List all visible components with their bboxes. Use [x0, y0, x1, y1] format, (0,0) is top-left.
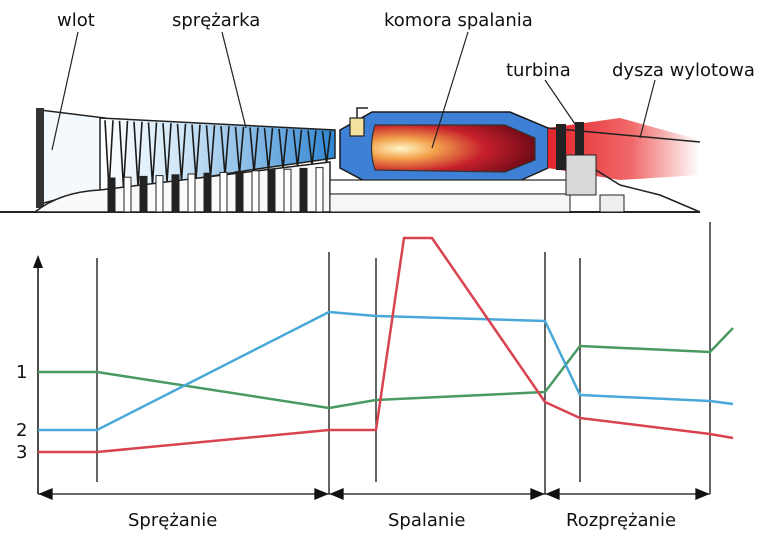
series-line-green — [38, 327, 734, 410]
phase-label-expansion: Rozprężanie — [566, 510, 677, 531]
compressor-disk — [203, 172, 212, 213]
y-tick-3: 3 — [16, 442, 28, 463]
turbine-disk — [565, 154, 597, 196]
engine-cross-section — [0, 31, 701, 213]
series-layer — [38, 236, 734, 454]
stage-lines — [96, 222, 711, 494]
label-leaders — [51, 31, 656, 151]
phase-label-combustion: Spalanie — [388, 510, 466, 531]
label-compressor: sprężarka — [172, 10, 261, 31]
compressor-region — [99, 117, 336, 195]
compressor-disk — [283, 168, 292, 213]
compressor-disk — [299, 167, 308, 213]
compressor-disk — [251, 170, 260, 213]
label-nozzle: dysza wylotowa — [612, 60, 755, 81]
series-line-blue — [38, 310, 734, 432]
compressor-disk — [315, 167, 324, 213]
engine-shaft — [329, 179, 571, 195]
combustion-flame — [370, 124, 536, 173]
process-graph — [33, 222, 734, 500]
fuel-injector — [349, 117, 365, 137]
compressor-disk — [219, 171, 228, 213]
compressor-disk — [267, 169, 276, 213]
series-line-red — [38, 236, 734, 454]
label-combustor: komora spalania — [384, 10, 533, 31]
turbine-blade-2 — [575, 122, 584, 172]
turbine-blade-1 — [556, 124, 566, 170]
compressor-disk — [235, 171, 244, 213]
compressor-disk — [171, 174, 180, 213]
y-axis-arrow — [33, 255, 43, 268]
y-tick-2: 2 — [16, 420, 28, 441]
compressor-disk — [107, 177, 116, 213]
compressor-disk — [139, 175, 148, 213]
y-tick-1: 1 — [16, 362, 28, 383]
phase-arrows — [38, 488, 710, 500]
compressor-disk — [155, 175, 164, 213]
tail-cone — [595, 169, 701, 213]
label-inlet: wlot — [57, 10, 95, 31]
compressor-disk — [123, 176, 132, 213]
label-turbine: turbina — [506, 60, 571, 81]
inlet-lip — [36, 108, 44, 208]
phase-label-compression: Sprężanie — [128, 510, 218, 531]
compressor-disks — [107, 167, 324, 213]
compressor-disk — [187, 173, 196, 213]
